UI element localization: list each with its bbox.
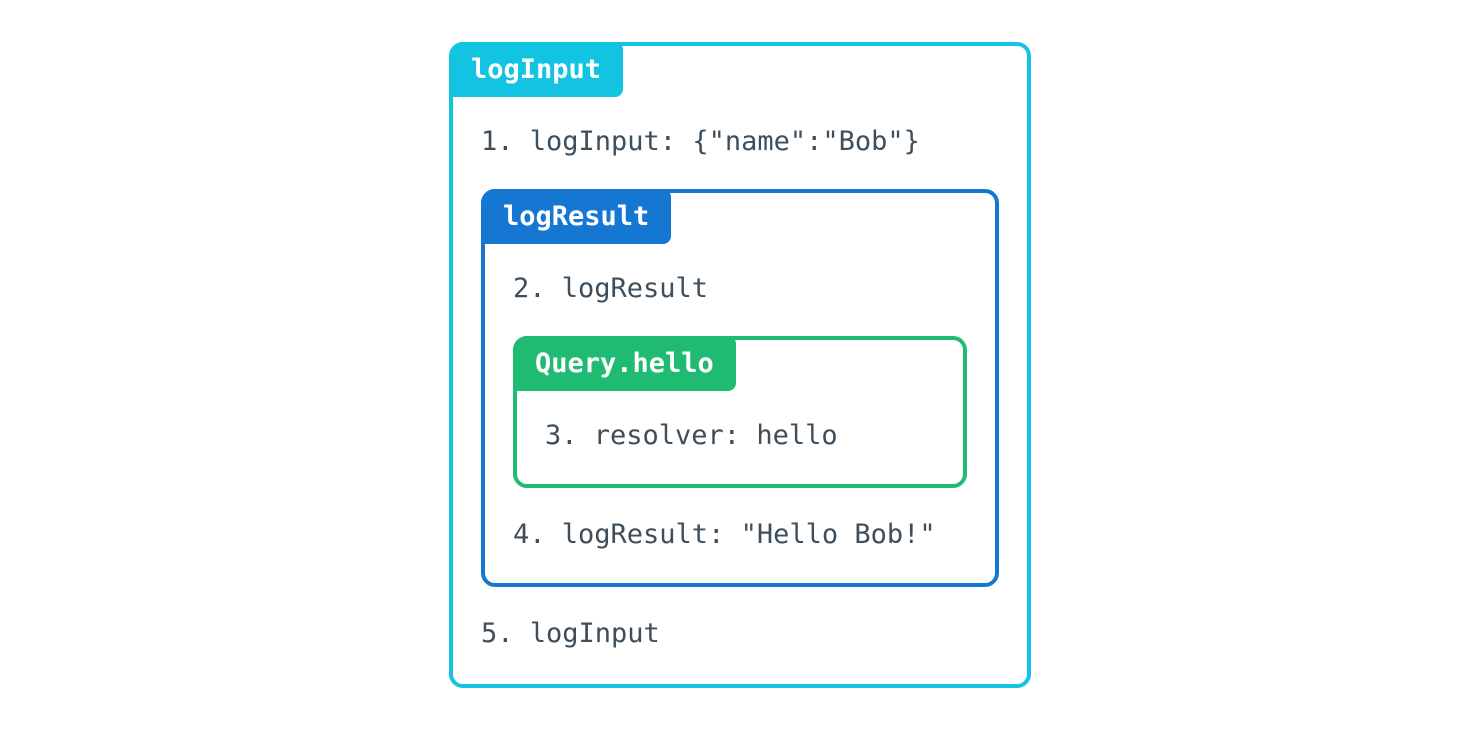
log-line-1: 1. logInput: {"name":"Bob"}: [481, 126, 920, 157]
queryhello-tab-label: Query.hello: [513, 336, 736, 391]
queryhello-scope-box: Query.hello 3. resolver: hello: [513, 336, 967, 488]
log-line-2: 2. logResult: [513, 273, 709, 304]
loginput-tab-label: logInput: [449, 42, 624, 97]
log-line-3: 3. resolver: hello: [545, 420, 838, 451]
log-line-4: 4. logResult: "Hello Bob!": [513, 519, 936, 550]
log-line-5: 5. logInput: [481, 618, 660, 649]
logresult-tab-label: logResult: [481, 189, 672, 244]
loginput-scope-box: logInput 1. logInput: {"name":"Bob"} log…: [449, 42, 1031, 688]
logresult-scope-box: logResult 2. logResult Query.hello 3. re…: [481, 189, 999, 587]
